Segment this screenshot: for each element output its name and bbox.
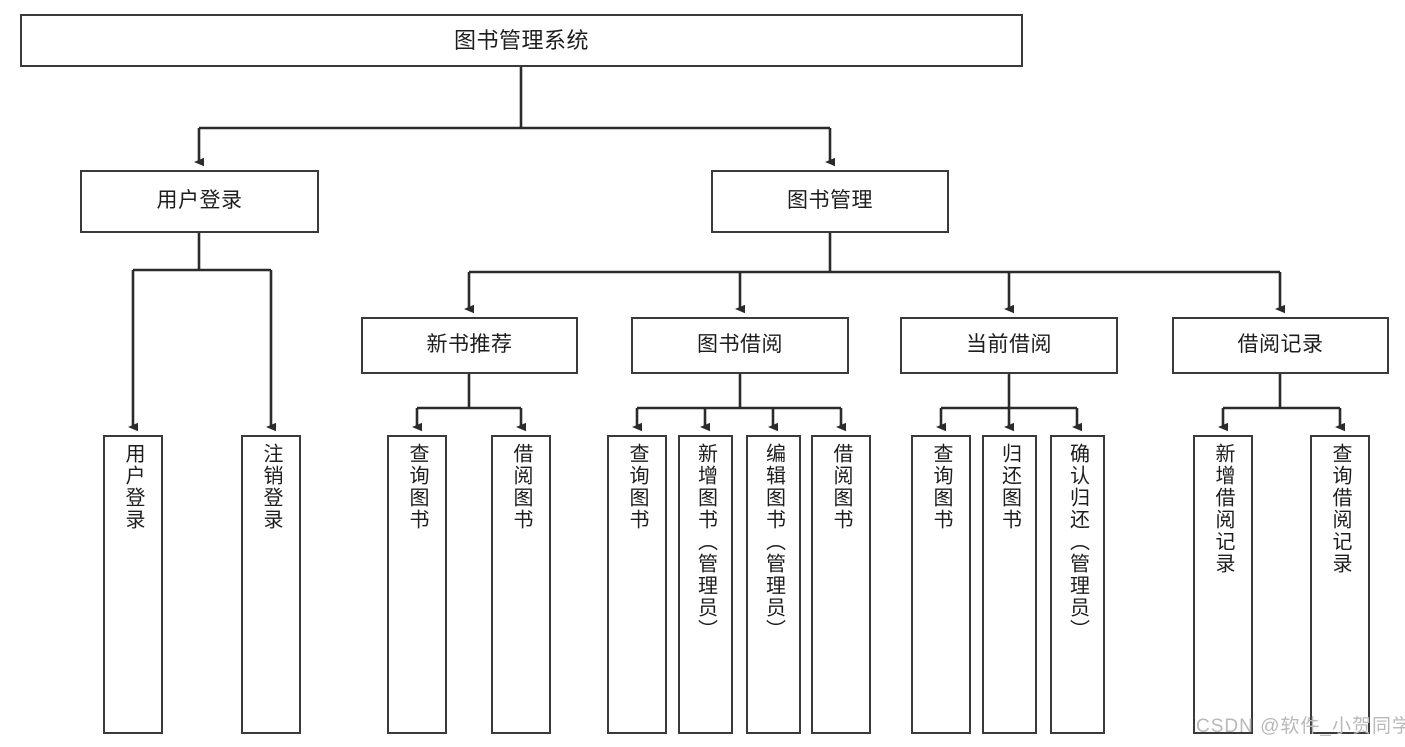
node-leaf-confirm-return-label: 确认归还（管理员） xyxy=(1066,443,1089,641)
node-root[interactable]: 图书管理系统 xyxy=(20,14,1023,67)
node-leaf-add-record-label: 新增借阅记录 xyxy=(1212,443,1234,575)
node-new-book-recommend[interactable]: 新书推荐 xyxy=(361,317,578,374)
node-leaf-query-record-label: 查询借阅记录 xyxy=(1329,443,1351,575)
node-leaf-return-book-label: 归还图书 xyxy=(998,443,1021,531)
node-leaf-query-book-1[interactable]: 查询图书 xyxy=(387,435,447,734)
node-leaf-query-book-3[interactable]: 查询图书 xyxy=(911,435,971,734)
node-borrow-record-label: 借阅记录 xyxy=(1237,333,1324,357)
node-leaf-query-book-3-label: 查询图书 xyxy=(930,443,952,531)
node-current-borrow-label: 当前借阅 xyxy=(966,333,1052,357)
node-leaf-confirm-return[interactable]: 确认归还（管理员） xyxy=(1050,435,1105,734)
node-borrow-record[interactable]: 借阅记录 xyxy=(1172,317,1389,374)
node-leaf-user-login[interactable]: 用户登录 xyxy=(103,435,163,734)
node-leaf-add-book[interactable]: 新增图书（管理员） xyxy=(678,435,733,734)
node-leaf-query-book-2[interactable]: 查询图书 xyxy=(607,435,667,734)
node-book-borrow-label: 图书借阅 xyxy=(697,333,783,357)
node-book-management-label: 图书管理 xyxy=(787,189,873,213)
node-leaf-query-book-1-label: 查询图书 xyxy=(406,443,428,531)
node-book-borrow[interactable]: 图书借阅 xyxy=(631,317,849,374)
node-leaf-logout-login[interactable]: 注销登录 xyxy=(241,435,301,734)
node-leaf-add-book-label: 新增图书（管理员） xyxy=(694,443,717,641)
node-leaf-edit-book[interactable]: 编辑图书（管理员） xyxy=(746,435,801,734)
node-book-management[interactable]: 图书管理 xyxy=(711,170,949,233)
node-leaf-query-book-2-label: 查询图书 xyxy=(626,443,648,531)
node-user-login[interactable]: 用户登录 xyxy=(80,170,319,233)
node-leaf-user-login-label: 用户登录 xyxy=(122,443,144,531)
watermark: CSDN @软件_小贺同学 xyxy=(1196,716,1405,737)
node-leaf-logout-login-label: 注销登录 xyxy=(260,443,282,531)
node-leaf-add-record[interactable]: 新增借阅记录 xyxy=(1193,435,1253,734)
node-current-borrow[interactable]: 当前借阅 xyxy=(900,317,1118,374)
node-user-login-label: 用户登录 xyxy=(156,189,243,213)
node-leaf-query-record[interactable]: 查询借阅记录 xyxy=(1310,435,1370,734)
node-leaf-return-book[interactable]: 归还图书 xyxy=(982,435,1037,734)
node-leaf-borrow-book-1[interactable]: 借阅图书 xyxy=(491,435,551,734)
node-leaf-borrow-book-2-label: 借阅图书 xyxy=(830,443,852,531)
node-leaf-borrow-book-1-label: 借阅图书 xyxy=(510,443,532,531)
node-leaf-borrow-book-2[interactable]: 借阅图书 xyxy=(811,435,871,734)
node-leaf-edit-book-label: 编辑图书（管理员） xyxy=(762,443,785,641)
node-root-label: 图书管理系统 xyxy=(453,27,589,53)
node-new-book-recommend-label: 新书推荐 xyxy=(426,333,513,357)
